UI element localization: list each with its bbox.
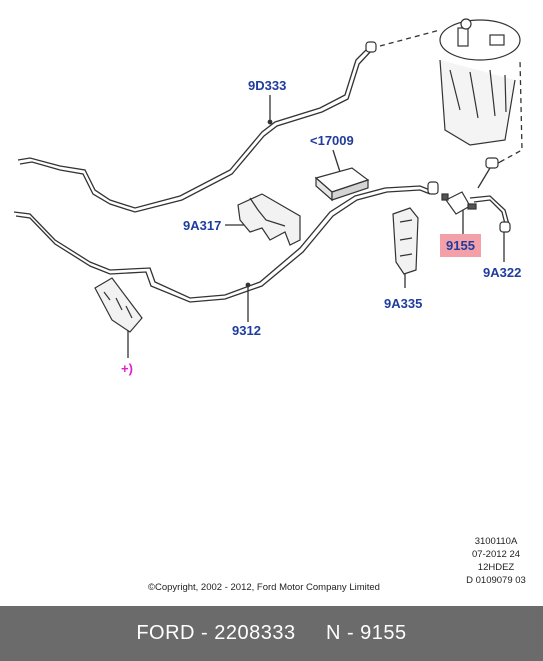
line-end-connector-lower bbox=[427, 181, 439, 195]
filter-element bbox=[314, 167, 370, 202]
label-9312: 9312 bbox=[232, 323, 261, 338]
ref-line-2: 07-2012 24 bbox=[471, 549, 521, 560]
ref-line-3: 12HDEZ bbox=[477, 562, 515, 573]
drawing-reference-block: 3100110A 07-2012 24 12HDEZ D 0109079 03 bbox=[462, 535, 530, 587]
label-9a322: 9A322 bbox=[483, 265, 522, 280]
ref-line-1: 3100110A bbox=[474, 536, 518, 547]
bracket-9a317 bbox=[237, 193, 301, 246]
parts-diagram bbox=[13, 18, 523, 358]
connector-9a322 bbox=[499, 221, 511, 233]
footer-part-number: FORD - 2208333 bbox=[136, 622, 296, 644]
heat-shield-left bbox=[94, 277, 143, 333]
label-9a317: 9A317 bbox=[183, 218, 222, 233]
pump-line-connector bbox=[485, 157, 499, 169]
clip-9a335 bbox=[392, 207, 419, 275]
ref-line-4: D 0109079 03 bbox=[466, 575, 526, 586]
fuel-line-lower bbox=[13, 185, 431, 299]
label-9a335: 9A335 bbox=[384, 296, 423, 311]
fuel-line-upper bbox=[17, 45, 371, 209]
part-number-footer: FORD - 2208333 N - 9155 bbox=[0, 606, 543, 661]
label-17009: <17009 bbox=[310, 133, 354, 148]
label-plus-note: +) bbox=[121, 361, 133, 376]
copyright-notice: ©Copyright, 2002 - 2012, Ford Motor Comp… bbox=[148, 582, 380, 593]
fuel-filter-9155 bbox=[441, 191, 477, 215]
diagram-drawing bbox=[13, 18, 523, 358]
fuel-pump-module bbox=[439, 18, 521, 146]
label-9155-highlighted: 9155 bbox=[440, 234, 481, 257]
footer-reference: N - 9155 bbox=[325, 622, 407, 644]
line-end-connector-upper bbox=[365, 41, 377, 53]
label-9d333: 9D333 bbox=[248, 78, 287, 93]
footer-gap bbox=[296, 622, 326, 645]
